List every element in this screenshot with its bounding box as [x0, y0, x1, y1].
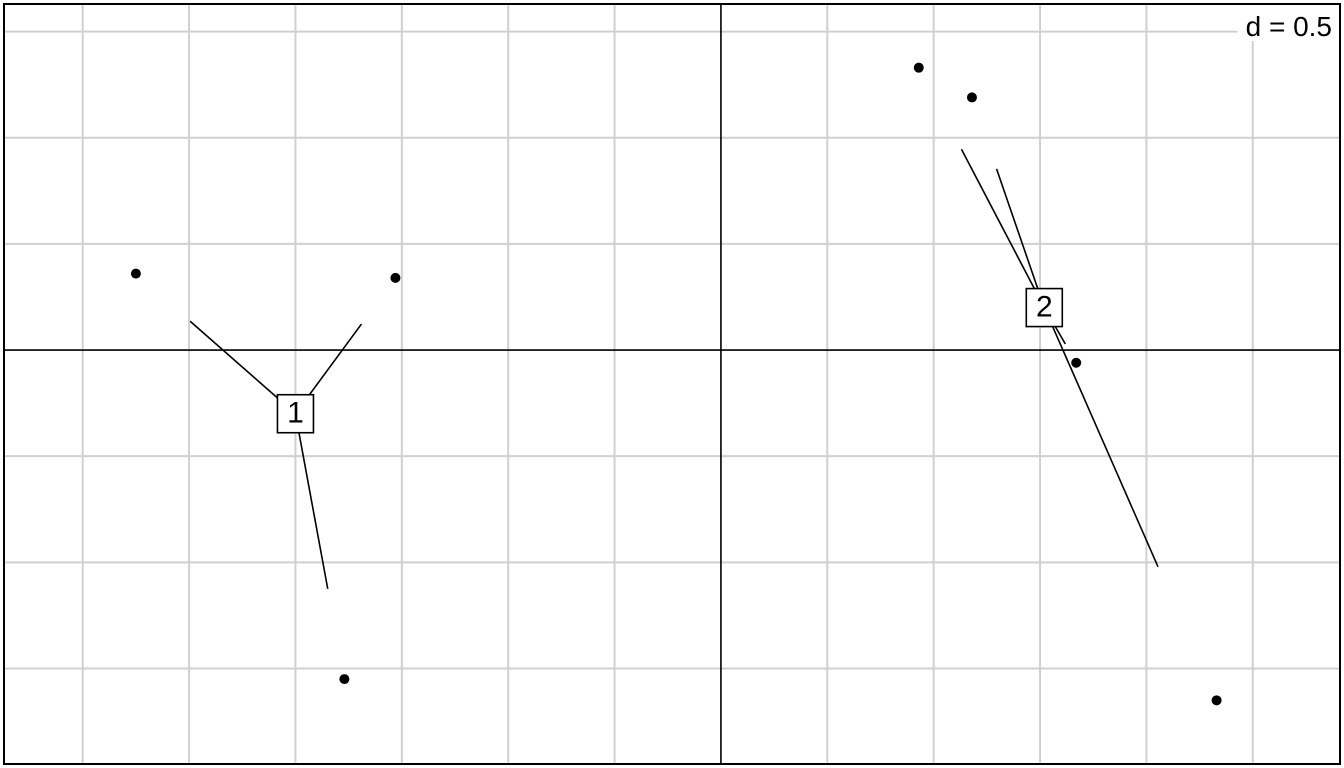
group-label: 2 — [1036, 290, 1053, 323]
group-labels: 12 — [276, 287, 1064, 434]
scale-label: d = 0.5 — [1246, 11, 1332, 42]
group-label: 1 — [287, 397, 304, 430]
plot-frame — [3, 3, 1341, 765]
data-point — [966, 92, 977, 103]
grid — [4, 4, 1340, 764]
data-point — [130, 268, 141, 279]
group-links — [189, 148, 1159, 590]
data-point — [339, 674, 350, 685]
data-point — [1211, 695, 1222, 706]
group-link-segment — [960, 148, 1046, 308]
group-link-segment — [995, 168, 1046, 308]
data-point — [390, 272, 401, 283]
axes — [4, 4, 1340, 764]
group-link-segment — [294, 413, 329, 590]
group-label-box — [1025, 287, 1064, 328]
group-link-segment — [1043, 307, 1159, 568]
group-label-box — [276, 393, 315, 434]
scale-label-background — [1237, 5, 1339, 41]
data-point — [913, 62, 924, 73]
data-points — [130, 62, 1222, 706]
data-point — [1071, 357, 1082, 368]
